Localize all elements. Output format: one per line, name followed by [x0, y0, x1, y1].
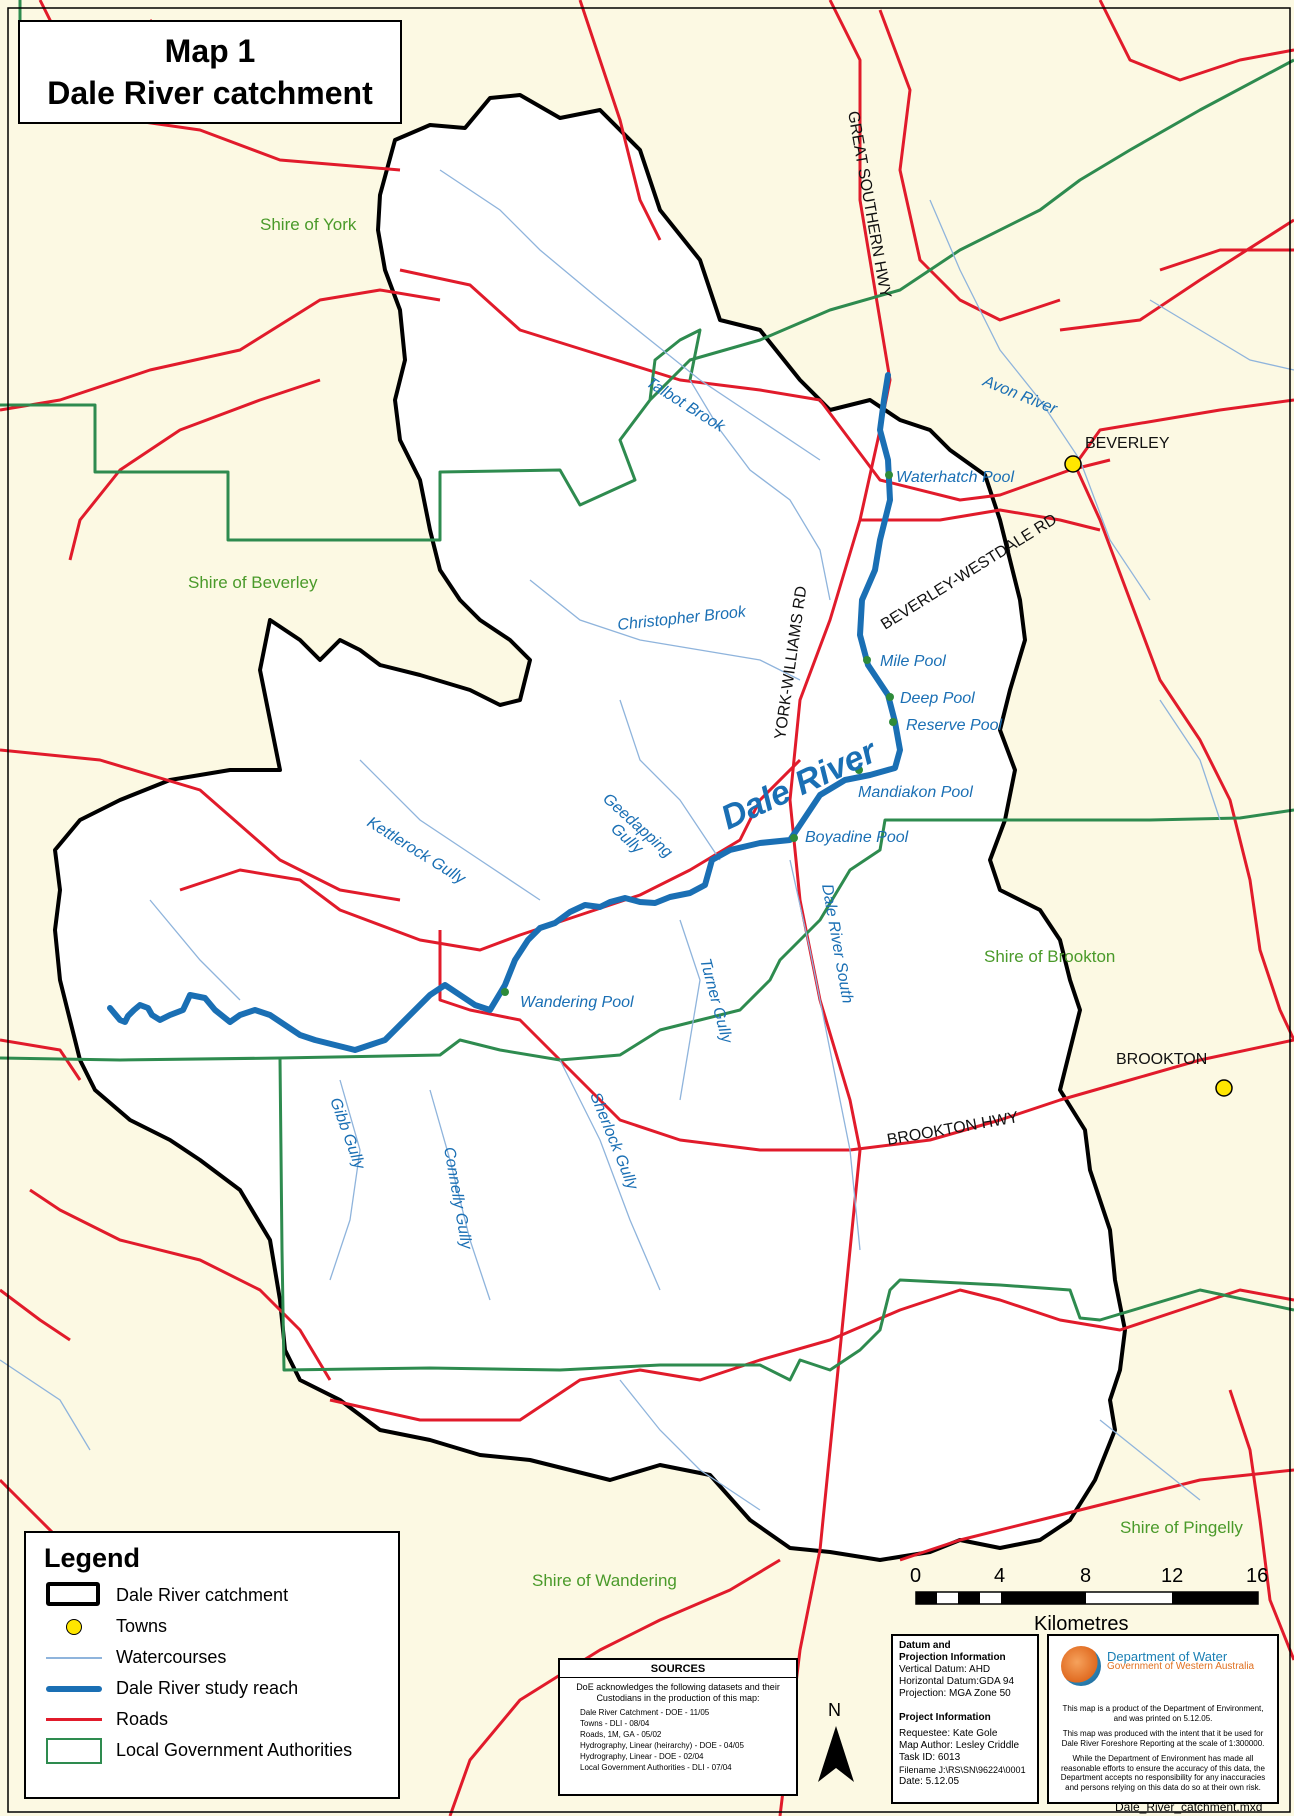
town-symbol: [44, 1611, 106, 1642]
town-beverley-label: BEVERLEY: [1085, 435, 1170, 452]
deep-pool-label: Deep Pool: [900, 690, 975, 707]
agency-note-3: While the Department of Environment has …: [1060, 1754, 1266, 1792]
wandering-pool-label: Wandering Pool: [520, 994, 634, 1011]
study-reach-symbol: [44, 1673, 106, 1704]
legend-label: Roads: [116, 1709, 169, 1729]
scale-unit: Kilometres: [1034, 1613, 1128, 1635]
scale-bar: 0 4 8 12 16 Kilometres: [910, 1565, 1268, 1635]
agency-box: Department of Water Government of Wester…: [1047, 1634, 1279, 1804]
legend-item-catchment: Dale River catchment: [44, 1580, 398, 1611]
dale-river-study-reach: [107, 372, 903, 1053]
source-item: Roads, 1M, GA - 05/02: [580, 1730, 662, 1739]
shire-pingelly-label: Shire of Pingelly: [1120, 1518, 1243, 1537]
legend-item-lga: Local Government Authorities: [44, 1735, 398, 1766]
sources-heading: SOURCES: [560, 1663, 796, 1678]
legend-label: Dale River catchment: [116, 1585, 289, 1605]
legend-label: Towns: [116, 1616, 168, 1636]
source-item: Towns - DLI - 08/04: [580, 1719, 650, 1728]
source-item: Hydrography, Linear - DOE - 02/04: [580, 1752, 704, 1761]
vertical-datum: Vertical Datum: AHD: [899, 1664, 991, 1675]
mile-pool-label: Mile Pool: [880, 653, 946, 670]
watercourses: [0, 169, 1294, 1511]
map-date: Date: 5.12.05: [899, 1776, 960, 1787]
scale-tick-8: 8: [1080, 1565, 1091, 1587]
town-brookton-marker: [1215, 1079, 1233, 1097]
town-brookton-label: BROOKTON: [1116, 1051, 1207, 1068]
shire-wandering-label: Shire of Wandering: [532, 1571, 677, 1590]
sources-box: SOURCES DoE acknowledges the following d…: [558, 1658, 798, 1796]
datum-heading-1: Datum and: [899, 1640, 951, 1651]
scale-tick-16: 16: [1246, 1565, 1268, 1587]
map-frame: [7, 7, 1291, 1813]
legend-item-roads: Roads: [44, 1704, 398, 1735]
dale-river-catchment: [53, 93, 1127, 1562]
agency-note-1: This map is a product of the Department …: [1062, 1704, 1264, 1723]
shire-brookton-label: Shire of Brookton: [984, 947, 1115, 966]
agency-logo: Department of Water Government of Wester…: [1061, 1646, 1271, 1686]
pool-markers: [501, 471, 897, 996]
map-title-box: Map 1 Dale River catchment: [18, 20, 402, 124]
projection: Projection: MGA Zone 50: [899, 1688, 1011, 1699]
sources-intro: DoE acknowledges the following datasets …: [576, 1682, 780, 1703]
map-title-line2: Dale River catchment: [47, 75, 373, 111]
globe-icon: [1061, 1646, 1101, 1686]
legend-label: Dale River study reach: [116, 1678, 299, 1698]
north-label: N: [828, 1700, 841, 1720]
source-item: Local Government Authorities - DLI - 07/…: [580, 1763, 732, 1772]
horizontal-datum: Horizontal Datum:GDA 94: [899, 1676, 1015, 1687]
waterhatch-pool-label: Waterhatch Pool: [896, 469, 1014, 486]
legend-item-watercourses: Watercourses: [44, 1642, 398, 1673]
lga-symbol: [44, 1735, 106, 1766]
north-arrow: N: [818, 1700, 854, 1782]
watercourse-symbol: [44, 1642, 106, 1673]
map-author: Map Author: Lesley Criddle: [899, 1740, 1020, 1751]
lga-boundaries: [0, 0, 1294, 1382]
boyadine-pool-label: Boyadine Pool: [805, 829, 909, 846]
shire-beverley-label: Shire of Beverley: [188, 573, 318, 592]
requestee: Requestee: Kate Gole: [899, 1728, 998, 1739]
agency-name: Department of Water: [1107, 1649, 1228, 1664]
scale-tick-0: 0: [910, 1565, 921, 1587]
filename-path: Filename J:\RS\SN\96224\0001: [899, 1765, 1026, 1775]
task-id: Task ID: 6013: [899, 1752, 961, 1763]
source-item: Hydrography, Linear (heirarchy) - DOE - …: [580, 1741, 744, 1750]
source-item: Dale River Catchment - DOE - 11/05: [580, 1708, 710, 1717]
catchment-symbol: [44, 1580, 106, 1611]
agency-note-2: This map was produced with the intent th…: [1061, 1729, 1265, 1748]
shire-york-label: Shire of York: [260, 215, 357, 234]
scale-tick-12: 12: [1161, 1565, 1183, 1587]
legend-box: Legend Dale River catchment Towns Waterc…: [24, 1531, 400, 1799]
legend-label: Watercourses: [116, 1647, 227, 1667]
map-title-line1: Map 1: [164, 33, 256, 69]
agency-government: Government of Western Australia: [1107, 1660, 1255, 1672]
legend-item-study-reach: Dale River study reach: [44, 1673, 398, 1704]
datum-box: Datum and Projection Information Vertica…: [891, 1634, 1039, 1804]
reserve-pool-label: Reserve Pool: [906, 717, 1002, 734]
datum-heading-2: Projection Information: [899, 1652, 1006, 1663]
legend-item-towns: Towns: [44, 1611, 398, 1642]
town-beverley-marker: [1064, 455, 1082, 473]
road-symbol: [44, 1704, 106, 1735]
mxd-filename: Dale_River_catchment.mxd: [1115, 1800, 1263, 1814]
mandiakon-pool-label: Mandiakon Pool: [858, 784, 973, 801]
legend-label: Local Government Authorities: [116, 1740, 353, 1760]
legend-title: Legend: [44, 1543, 141, 1573]
scale-tick-4: 4: [994, 1565, 1005, 1587]
project-heading: Project Information: [899, 1712, 991, 1723]
